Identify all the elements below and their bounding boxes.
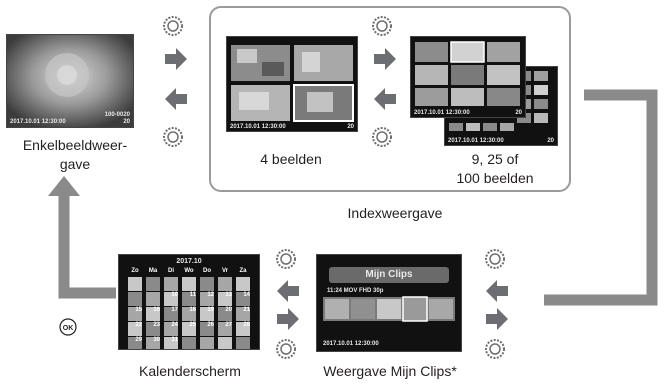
calendar-date-cell[interactable] — [200, 337, 214, 349]
arrow-right-icon — [165, 48, 187, 70]
calendar-date-cell[interactable] — [218, 277, 232, 291]
arrow-left-icon — [486, 280, 508, 302]
dial-icon — [372, 16, 392, 36]
single-file-number: 100-0020 — [104, 112, 130, 118]
calendar-grid: Zo Ma Di Wo Do Vr Za 10 11 12 13 14 15 16 17 18 19 20 21 22… — [119, 255, 259, 349]
dial-icon — [485, 339, 505, 359]
my-clips-info: 11:24 MOV FHD 30p — [327, 288, 384, 294]
calendar-date-cell[interactable] — [164, 277, 178, 291]
calendar-date-cell[interactable] — [236, 337, 250, 349]
calendar-date-cell[interactable]: 24 — [164, 322, 178, 336]
dial-icon — [372, 127, 392, 147]
calendar-date-cell[interactable]: 19 — [200, 307, 214, 321]
calendar-date-cell[interactable]: 14 — [236, 292, 250, 306]
my-clips-title: Mijn Clips — [365, 269, 413, 280]
calendar-date-cell[interactable]: 31 — [164, 337, 178, 349]
calendar-date-cell[interactable] — [128, 277, 142, 291]
calendar-date-cell[interactable]: 17 — [164, 307, 178, 321]
single-timestamp: 2017.10.01 12:30:00 — [10, 119, 66, 125]
nine-images-screen[interactable]: 2017.10.01 12:30:00 20 — [410, 36, 526, 118]
calendar-date-cell[interactable]: 22 — [128, 322, 142, 336]
calendar-date-cell[interactable]: 27 — [218, 322, 232, 336]
calendar-day-header: Do — [203, 268, 211, 274]
calendar-date-cell[interactable]: 26 — [200, 322, 214, 336]
arrow-right-icon — [374, 48, 396, 70]
calendar-day-header: Vr — [221, 268, 228, 274]
ok-text: OK — [63, 325, 74, 332]
calendar-date-cell[interactable]: 25 — [182, 322, 196, 336]
index-view-frame — [209, 6, 571, 192]
ok-button-icon: OK — [59, 318, 77, 336]
calendar-date-cell[interactable]: 13 — [218, 292, 232, 306]
calendar-date-cell[interactable] — [128, 292, 142, 306]
four-images-label: 4 beelden — [260, 151, 322, 167]
flow-arrow-index-to-myclips — [544, 89, 658, 306]
calendar-screen[interactable]: 2017.10 Zo Ma Di Wo Do Vr Za 10 11 12 13 14 15 16 17 18… — [118, 254, 260, 350]
calendar-label: Kalenderscherm — [139, 363, 241, 379]
calendar-date-cell[interactable]: 10 — [164, 292, 178, 306]
multi-frame-number: 20 — [547, 138, 554, 144]
nine-images-grid — [415, 41, 520, 106]
calendar-date-cell[interactable] — [218, 337, 232, 349]
calendar-date-cell[interactable]: 21 — [236, 307, 250, 321]
four-frame-number: 20 — [347, 124, 354, 130]
calendar-date-cell[interactable]: 23 — [146, 322, 160, 336]
dial-icon — [276, 339, 296, 359]
calendar-day-header: Ma — [148, 268, 158, 274]
calendar-day-header: Wo — [184, 268, 194, 274]
calendar-date-cell[interactable] — [200, 277, 214, 291]
calendar-date-cell[interactable]: 29 — [128, 337, 142, 349]
calendar-date-cell[interactable] — [146, 292, 160, 306]
arrow-right-icon — [277, 308, 299, 330]
calendar-date-cell[interactable]: 28 — [236, 322, 250, 336]
nine-timestamp: 2017.10.01 12:30:00 — [414, 110, 470, 116]
index-view-label: Indexweergave — [347, 205, 443, 221]
my-clips-filmstrip — [323, 296, 455, 322]
arrow-left-icon — [165, 88, 187, 110]
calendar-date-cell[interactable] — [182, 277, 196, 291]
calendar-date-cell[interactable]: 15 — [128, 307, 142, 321]
calendar-date-cell[interactable]: 20 — [218, 307, 232, 321]
calendar-date-cell[interactable]: 11 — [182, 292, 196, 306]
dial-icon — [163, 127, 183, 147]
single-image-photo — [7, 35, 133, 127]
dial-icon — [485, 249, 505, 269]
single-frame-number: 20 — [123, 119, 130, 125]
calendar-date-cell[interactable]: 12 — [200, 292, 214, 306]
calendar-date-cell[interactable] — [236, 277, 250, 291]
four-images-screen[interactable]: 2017.10.01 12:30:00 20 — [226, 36, 358, 132]
my-clips-label: Weergave Mijn Clips* — [323, 363, 457, 379]
my-clips-title-bar: Mijn Clips — [329, 267, 449, 283]
calendar-date-cell[interactable]: 30 — [146, 337, 160, 349]
flow-arrow-calendar-to-single — [58, 194, 116, 299]
single-image-screen[interactable]: 2017.10.01 12:30:00 100-0020 20 — [6, 34, 134, 128]
my-clips-timestamp: 2017.10.01 12:30:00 — [323, 341, 379, 347]
arrow-left-icon — [374, 88, 396, 110]
arrow-left-icon — [277, 280, 299, 302]
four-timestamp: 2017.10.01 12:30:00 — [230, 124, 286, 130]
multi-timestamp: 2017.10.01 12:30:00 — [448, 138, 504, 144]
arrow-right-icon — [486, 308, 508, 330]
calendar-date-cell[interactable] — [182, 337, 196, 349]
calendar-day-header: Za — [239, 268, 247, 274]
calendar-date-cell[interactable] — [146, 277, 160, 291]
four-images-thumbnails — [231, 45, 354, 122]
calendar-day-header: Zo — [131, 268, 139, 274]
calendar-date-cell[interactable]: 18 — [182, 307, 196, 321]
single-label: Enkelbeeldweer- gave — [22, 137, 128, 172]
multi-images-label: 9, 25 of 100 beelden — [456, 151, 534, 186]
my-clips-screen[interactable]: Mijn Clips 11:24 MOV FHD 30p 2017.10.01 … — [316, 254, 462, 352]
nine-frame-number: 20 — [515, 110, 522, 116]
flow-arrowhead-to-single — [48, 176, 80, 196]
dial-icon — [163, 16, 183, 36]
calendar-day-header: Di — [168, 268, 174, 274]
calendar-date-cell[interactable]: 16 — [146, 307, 160, 321]
calendar-month: 2017.10 — [176, 258, 202, 265]
dial-icon — [276, 249, 296, 269]
